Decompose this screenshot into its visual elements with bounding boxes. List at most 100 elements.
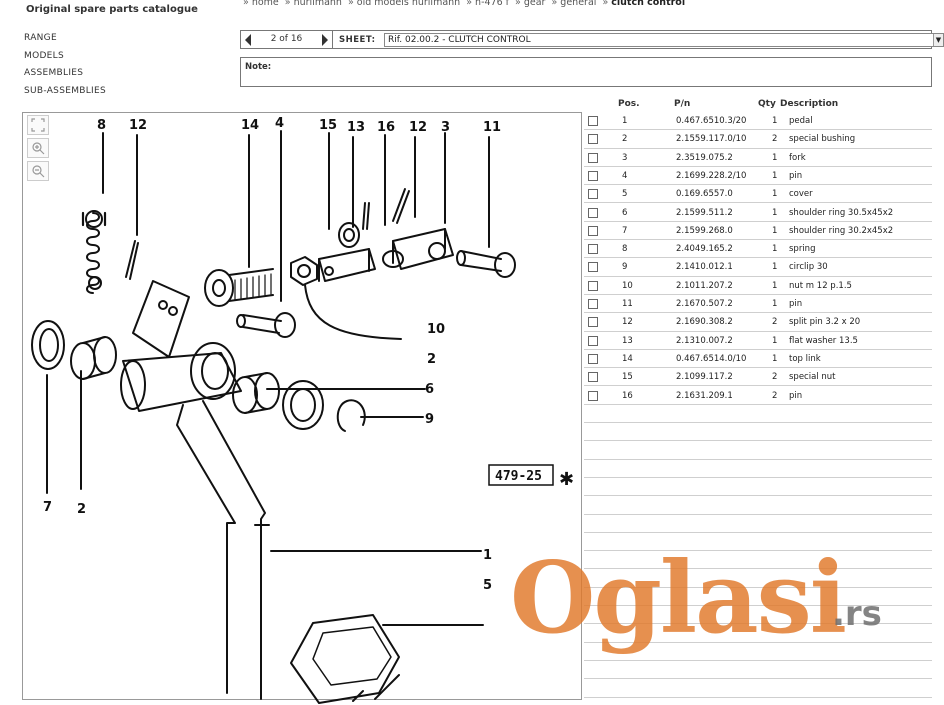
callout-13[interactable]: 13 <box>347 120 365 135</box>
cell-pos: 5 <box>622 189 628 200</box>
sheet-select[interactable]: Rif. 02.00.2 - CLUTCH CONTROL ▼ <box>384 33 944 47</box>
empty-table-row <box>584 423 932 442</box>
breadcrumb-separator: » <box>243 0 249 8</box>
callout-5[interactable]: 5 <box>483 578 492 593</box>
cell-pn: 2.4049.165.2 <box>676 244 733 255</box>
row-checkbox[interactable] <box>588 317 598 328</box>
catalogue-title: Original spare parts catalogue <box>26 4 198 15</box>
row-checkbox[interactable] <box>588 335 598 346</box>
cell-description: top link <box>789 353 821 364</box>
cell-description: pin <box>789 299 803 309</box>
note-box: Note: <box>240 57 932 87</box>
nav-models[interactable]: MODELS <box>24 50 64 61</box>
empty-table-row <box>584 661 932 680</box>
cell-qty: 1 <box>772 335 778 346</box>
row-checkbox[interactable] <box>588 207 598 218</box>
row-checkbox[interactable] <box>588 244 598 255</box>
breadcrumb-home[interactable]: home <box>251 0 279 8</box>
zoom-out-icon[interactable] <box>27 161 49 181</box>
callout-7[interactable]: 7 <box>43 500 52 515</box>
row-checkbox[interactable] <box>588 225 598 236</box>
cell-pn: 2.1310.007.2 <box>676 335 733 346</box>
sheet-bar: SHEET: Rif. 02.00.2 - CLUTCH CONTROL ▼ <box>333 30 944 49</box>
zoom-tools <box>27 115 49 184</box>
row-checkbox[interactable] <box>588 189 598 200</box>
cell-description: circlip 30 <box>789 262 828 273</box>
callout-1[interactable]: 1 <box>483 548 492 563</box>
header-pos: Pos. <box>618 99 640 109</box>
nav-assemblies[interactable]: ASSEMBLIES <box>24 68 84 78</box>
breadcrumb-old-models[interactable]: old models hürlimann <box>356 0 461 8</box>
chevron-down-icon[interactable]: ▼ <box>933 34 943 46</box>
callout-2-right[interactable]: 2 <box>427 352 436 367</box>
row-checkbox[interactable] <box>588 390 598 401</box>
callout-4[interactable]: 4 <box>275 116 284 131</box>
cell-pn: 2.1559.117.0/10 <box>676 134 747 145</box>
callout-12-left[interactable]: 12 <box>129 118 147 133</box>
callout-6[interactable]: 6 <box>425 382 434 397</box>
breadcrumb-separator: » <box>515 0 521 8</box>
callout-3[interactable]: 3 <box>441 120 450 135</box>
row-checkbox[interactable] <box>588 116 598 126</box>
cell-description: pedal <box>789 116 813 126</box>
cell-qty: 2 <box>772 390 778 401</box>
row-checkbox[interactable] <box>588 262 598 273</box>
callout-12-right[interactable]: 12 <box>409 120 427 135</box>
breadcrumb-brand[interactable]: hürlimann <box>293 0 342 8</box>
cell-description: cover <box>789 189 813 200</box>
next-sheet-arrow-icon[interactable] <box>322 34 328 46</box>
breadcrumb-gear[interactable]: gear <box>523 0 546 8</box>
pager-text: 2 of 16 <box>270 34 303 44</box>
callout-11[interactable]: 11 <box>483 120 501 135</box>
callout-14[interactable]: 14 <box>241 118 259 133</box>
cell-pos: 6 <box>622 207 628 218</box>
row-checkbox[interactable] <box>588 299 598 309</box>
row-checkbox[interactable] <box>588 152 598 163</box>
cell-pn: 2.1670.507.2 <box>676 299 733 309</box>
row-checkbox[interactable] <box>588 134 598 145</box>
diagram-drawing: 8 12 14 4 15 13 16 12 3 11 10 2 6 9 7 2 … <box>31 116 574 704</box>
empty-table-row <box>584 624 932 643</box>
empty-table-row <box>584 679 932 698</box>
nav-sub-assemblies[interactable]: SUB-ASSEMBLIES <box>24 85 107 96</box>
previous-sheet-arrow-icon[interactable] <box>245 34 251 46</box>
callout-16[interactable]: 16 <box>377 120 395 135</box>
fit-icon[interactable] <box>27 115 49 135</box>
cell-qty: 1 <box>772 353 778 364</box>
zoom-in-icon[interactable] <box>27 138 49 158</box>
cell-description: flat washer 13.5 <box>789 335 858 346</box>
breadcrumb-separator: » <box>284 0 291 8</box>
breadcrumb-general[interactable]: general <box>560 0 597 8</box>
cell-description: split pin 3.2 x 20 <box>789 317 861 328</box>
nav-range[interactable]: RANGE <box>24 33 57 43</box>
callout-8[interactable]: 8 <box>97 118 106 133</box>
callout-10[interactable]: 10 <box>427 322 445 337</box>
note-label: Note: <box>245 62 272 72</box>
cell-qty: 1 <box>772 280 778 291</box>
exploded-diagram[interactable]: 8 12 14 4 15 13 16 12 3 11 10 2 6 9 7 2 … <box>22 112 582 704</box>
callout-15[interactable]: 15 <box>319 118 337 133</box>
callout-9[interactable]: 9 <box>425 412 434 427</box>
row-checkbox[interactable] <box>588 353 598 364</box>
breadcrumb-model[interactable]: h-476 f <box>475 0 509 8</box>
row-checkbox[interactable] <box>588 280 598 291</box>
row-checkbox[interactable] <box>588 372 598 383</box>
row-checkbox[interactable] <box>588 170 598 181</box>
callout-2-left[interactable]: 2 <box>77 502 86 517</box>
